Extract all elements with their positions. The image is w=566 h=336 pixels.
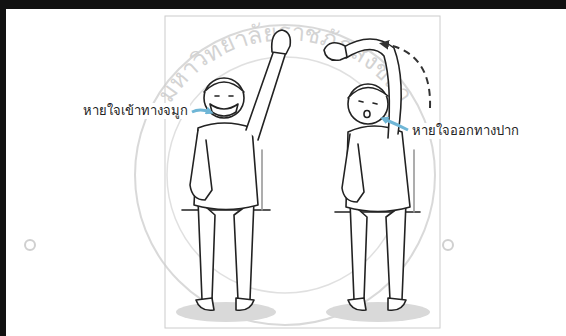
watermark-seal: มหาวิทยาลัยราชภัฏสงขลา: [25, 18, 453, 325]
svg-text:มหาวิทยาลัยราชภัฏสงขลา: มหาวิทยาลัยราชภัฏสงขลา: [152, 18, 418, 108]
breath-arrow: [192, 110, 210, 112]
breath-label: หายใจออกทางปาก: [410, 123, 521, 139]
frame-bar: [0, 0, 566, 9]
figure-exhale: [324, 39, 430, 322]
motion-arrow: [384, 44, 430, 108]
figure-inhale: [176, 30, 290, 322]
frame-bar: [0, 0, 6, 336]
watermark-text: มหาวิทยาลัยราชภัฏสงขลา: [152, 18, 418, 108]
panel-outline: [165, 16, 440, 328]
breath-arrow: [384, 119, 408, 130]
breath-label: หายใจเข้าทางจมูก: [81, 103, 190, 119]
